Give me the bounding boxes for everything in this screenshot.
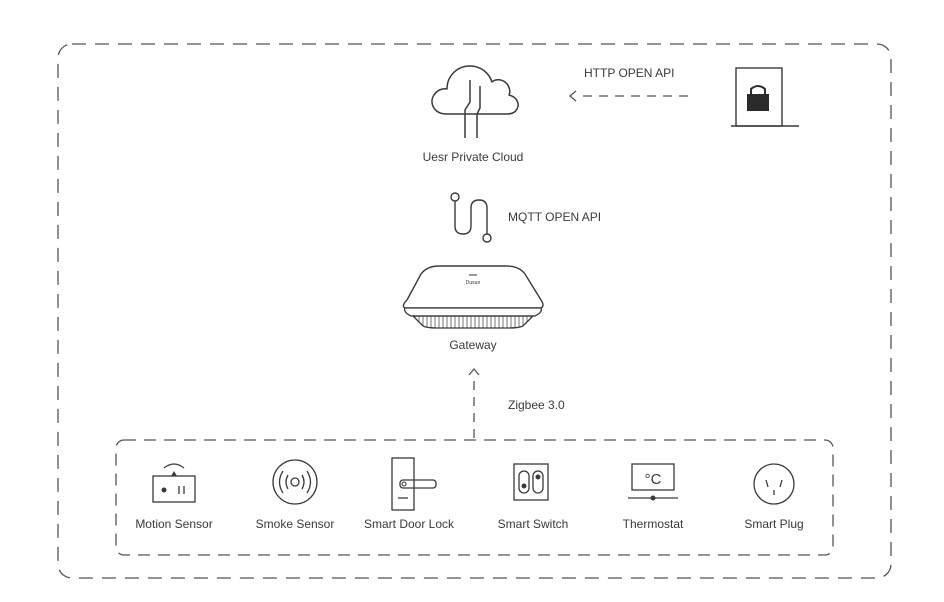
thermostat-display: °C: [645, 471, 662, 488]
device-label-smoke-sensor: Smoke Sensor: [255, 517, 335, 531]
cloud-label: Uesr Private Cloud: [422, 150, 524, 164]
cable-icon: [450, 192, 492, 243]
device-label-smart-switch: Smart Switch: [497, 517, 569, 531]
device-label-smart-plug: Smart Plug: [744, 517, 804, 531]
device-label-thermostat: Thermostat: [622, 517, 684, 531]
zigbee-label: Zigbee 3.0: [508, 398, 565, 412]
mqtt-api-label: MQTT OPEN API: [508, 210, 602, 224]
gateway-label: Gateway: [449, 338, 497, 352]
http-api-label: HTTP OPEN API: [584, 66, 675, 80]
outer-boundary: [57, 43, 892, 579]
devices-boundary: [115, 439, 834, 556]
app-lock-icon: [731, 67, 799, 127]
door-lock-icon: [391, 457, 437, 511]
switch-icon: [513, 463, 549, 501]
zigbee-arrow: [468, 367, 480, 440]
gateway-device-icon: Dusun: [402, 265, 544, 329]
gateway-brand: Dusun: [466, 280, 481, 286]
device-label-motion-sensor: Motion Sensor: [135, 517, 213, 531]
motion-sensor-icon: [152, 463, 196, 503]
smoke-sensor-icon: [272, 459, 318, 505]
thermostat-icon: °C: [628, 463, 678, 501]
cloud-icon: [431, 65, 519, 138]
device-label-smart-door-lock: Smart Door Lock: [363, 517, 455, 531]
plug-icon: [753, 463, 795, 505]
http-arrow: [568, 90, 690, 102]
